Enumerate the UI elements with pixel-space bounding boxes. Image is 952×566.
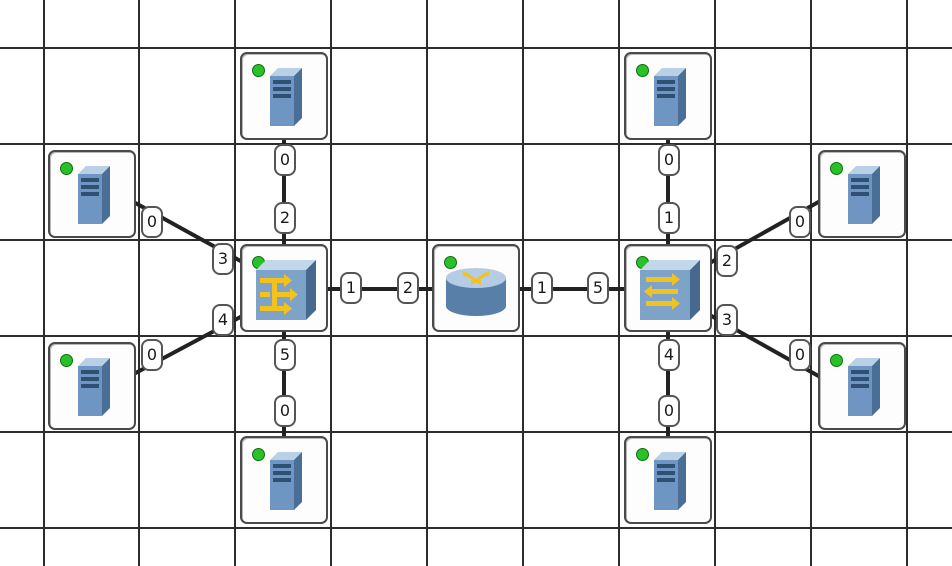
grid-line — [0, 47, 952, 49]
status-led — [636, 64, 649, 77]
server-icon[interactable] — [818, 342, 906, 430]
port-label[interactable]: 4 — [212, 304, 234, 336]
port-label[interactable]: 3 — [716, 304, 738, 336]
status-led — [830, 354, 843, 367]
router-graphic — [446, 268, 506, 316]
port-label[interactable]: 0 — [141, 206, 163, 238]
status-led — [444, 256, 457, 269]
grid-line — [0, 431, 952, 433]
server-graphic — [848, 358, 880, 416]
port-label[interactable]: 0 — [789, 339, 811, 371]
grid-line — [618, 0, 620, 566]
port-label[interactable]: 0 — [274, 144, 296, 176]
port-label[interactable]: 3 — [212, 243, 234, 275]
grid-line — [0, 239, 952, 241]
server-icon[interactable] — [240, 52, 328, 140]
status-led — [252, 448, 265, 461]
port-label[interactable]: 5 — [274, 339, 296, 371]
grid-line — [138, 0, 140, 566]
grid-line — [0, 335, 952, 337]
grid-line — [906, 0, 908, 566]
port-label[interactable]: 2 — [397, 272, 419, 304]
server-icon[interactable] — [624, 52, 712, 140]
grid-line — [234, 0, 236, 566]
server-graphic — [654, 452, 686, 510]
port-label[interactable]: 0 — [274, 395, 296, 427]
port-label[interactable]: 5 — [587, 272, 609, 304]
server-graphic — [654, 68, 686, 126]
server-graphic — [78, 166, 110, 224]
switch-graphic — [640, 260, 700, 320]
status-led — [830, 162, 843, 175]
port-label[interactable]: 1 — [531, 272, 553, 304]
grid-line — [330, 0, 332, 566]
grid-line — [522, 0, 524, 566]
port-label[interactable]: 0 — [658, 144, 680, 176]
server-graphic — [78, 358, 110, 416]
status-led — [60, 354, 73, 367]
grid-line — [0, 143, 952, 145]
port-label[interactable]: 1 — [340, 272, 362, 304]
grid-line — [810, 0, 812, 566]
status-led — [60, 162, 73, 175]
server-icon[interactable] — [48, 150, 136, 238]
grid-line — [0, 527, 952, 529]
switch-icon[interactable] — [624, 244, 712, 332]
grid-line — [426, 0, 428, 566]
router-icon[interactable] — [432, 244, 520, 332]
port-label[interactable]: 4 — [658, 339, 680, 371]
port-label[interactable]: 0 — [141, 339, 163, 371]
server-icon[interactable] — [48, 342, 136, 430]
port-label[interactable]: 2 — [716, 245, 738, 277]
grid-line — [714, 0, 716, 566]
status-led — [636, 448, 649, 461]
server-graphic — [848, 166, 880, 224]
server-graphic — [270, 452, 302, 510]
status-led — [252, 64, 265, 77]
port-label[interactable]: 0 — [658, 395, 680, 427]
server-icon[interactable] — [818, 150, 906, 238]
port-label[interactable]: 2 — [274, 202, 296, 234]
port-label[interactable]: 1 — [658, 202, 680, 234]
grid-line — [43, 0, 45, 566]
server-icon[interactable] — [624, 436, 712, 524]
switch-icon[interactable] — [240, 244, 328, 332]
server-graphic — [270, 68, 302, 126]
switch-graphic — [256, 260, 316, 320]
server-icon[interactable] — [240, 436, 328, 524]
port-label[interactable]: 0 — [789, 206, 811, 238]
